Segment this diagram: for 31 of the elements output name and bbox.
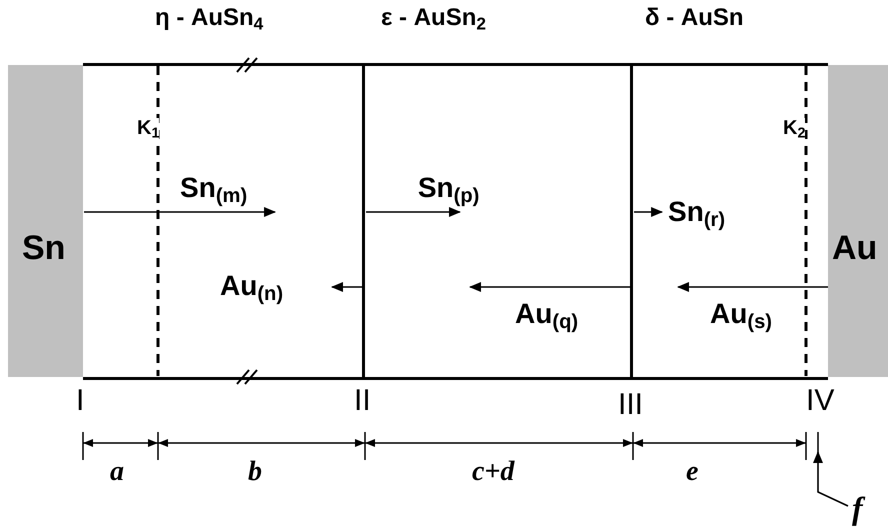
interface-numeral: II: [354, 386, 371, 416]
edge-label: Sn$_{(r)}$: [668, 198, 726, 230]
marker-label: K$_{1}$: [137, 118, 160, 141]
interface-numeral: I: [76, 386, 84, 416]
diffusion-arrow: [366, 207, 461, 217]
phase-label: ε - AuSn$_{2}$: [381, 6, 486, 33]
edge-label: Sn$_{(p)}$: [418, 174, 480, 206]
edge-label: Sn$_{(m)}$: [180, 174, 248, 206]
diffusion-arrow: [469, 282, 633, 292]
phase-label: δ - AuSn: [645, 6, 744, 30]
dimension-letter: b: [248, 458, 262, 486]
dimension-letter: c+d: [472, 458, 514, 486]
interface-numeral: III: [618, 390, 644, 420]
metal-label: Au: [832, 231, 878, 265]
metal-block: [8, 65, 83, 377]
edge-label: Au$_{(q)}$: [515, 300, 578, 332]
diffusion-arrow: [331, 282, 365, 292]
diffusion-arrow: [634, 207, 664, 217]
phase-label: η - AuSn$_{4}$: [155, 6, 264, 33]
leader-line: [813, 451, 848, 507]
edge-label: Au$_{(s)}$: [710, 300, 772, 332]
metal-label: Sn: [22, 231, 66, 265]
edge-label: Au$_{(n)}$: [220, 272, 284, 304]
marker-label: K$_{2}$: [783, 118, 806, 141]
interface-numeral: IV: [806, 386, 834, 416]
dimension-letter: f: [852, 492, 863, 524]
diffusion-arrow: [677, 282, 828, 292]
dimension-letter: a: [110, 458, 124, 486]
diffusion-arrow: [84, 207, 276, 217]
metal-block: [828, 65, 888, 377]
dimension-letter: e: [686, 458, 698, 486]
